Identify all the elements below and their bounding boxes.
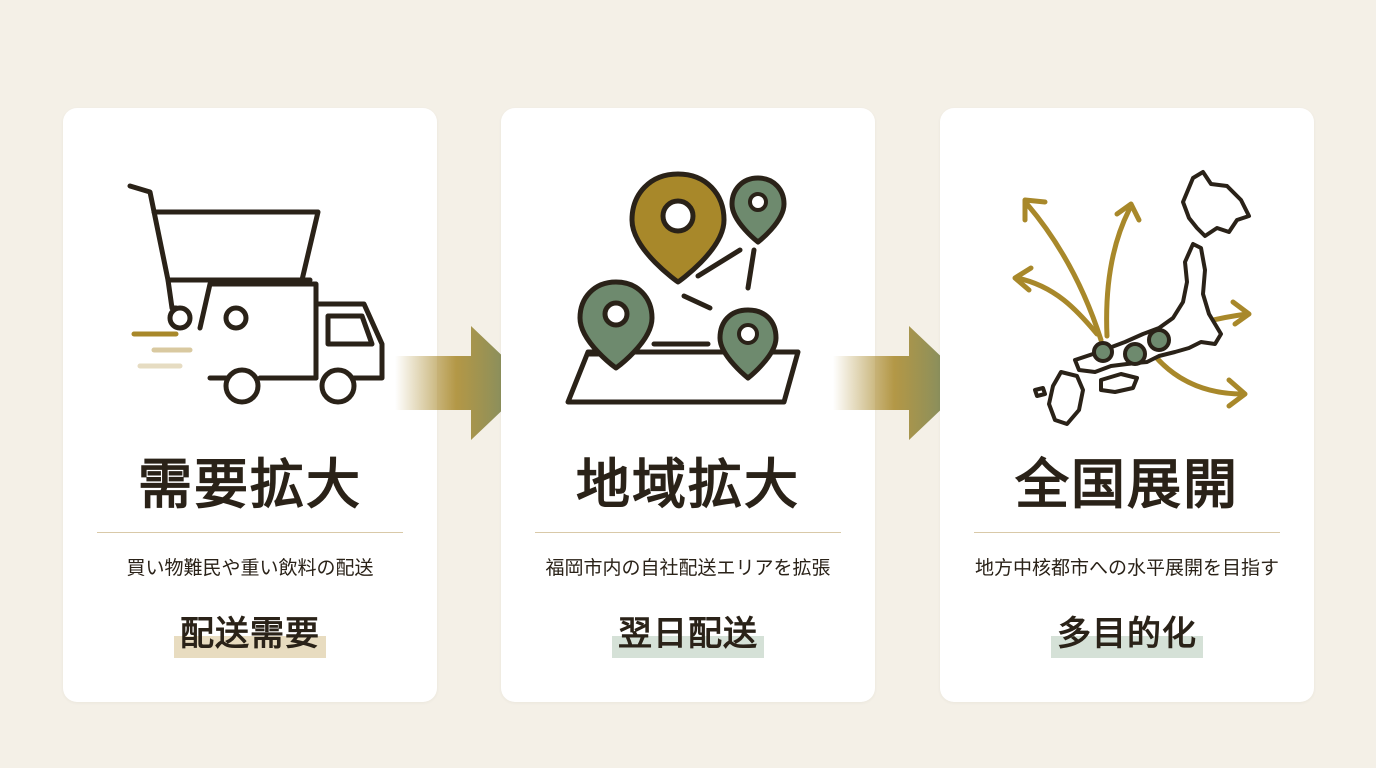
step-description: 福岡市内の自社配送エリアを拡張 (545, 557, 831, 579)
step-card-nationwide: 全国展開 地方中核都市への水平展開を目指す 多目的化 (940, 108, 1314, 702)
step-tag-label: 多目的化 (1057, 614, 1197, 654)
step-title: 全国展開 (1015, 452, 1239, 516)
step-tag-wrap: 配送需要 (63, 610, 437, 658)
shopping-cart-delivery-truck-icon (63, 158, 437, 438)
japan-map-expansion-arrows-icon (940, 158, 1314, 438)
tag-highlight (174, 636, 326, 658)
step-card-regional: 地域拡大 福岡市内の自社配送エリアを拡張 翌日配送 (501, 108, 875, 702)
step-description: 地方中核都市への水平展開を目指す (974, 557, 1279, 579)
right-arrow-icon (833, 326, 973, 440)
divider (535, 532, 841, 533)
step-tag: 翌日配送 (612, 610, 764, 658)
map-location-pins-icon (501, 158, 875, 438)
step-description: 買い物難民や重い飲料の配送 (126, 557, 374, 579)
step-tag: 配送需要 (174, 610, 326, 658)
right-arrow-icon (395, 326, 535, 440)
step-title: 需要拡大 (138, 452, 362, 516)
step-tag-wrap: 多目的化 (940, 610, 1314, 658)
divider (97, 532, 403, 533)
tag-highlight (612, 636, 764, 658)
step-tag-label: 翌日配送 (618, 614, 758, 654)
step-card-demand: 需要拡大 買い物難民や重い飲料の配送 配送需要 (63, 108, 437, 702)
step-tag-label: 配送需要 (180, 614, 320, 654)
step-tag: 多目的化 (1051, 610, 1203, 658)
divider (974, 532, 1280, 533)
step-title: 地域拡大 (576, 452, 800, 516)
tag-highlight (1051, 636, 1203, 658)
step-tag-wrap: 翌日配送 (501, 610, 875, 658)
